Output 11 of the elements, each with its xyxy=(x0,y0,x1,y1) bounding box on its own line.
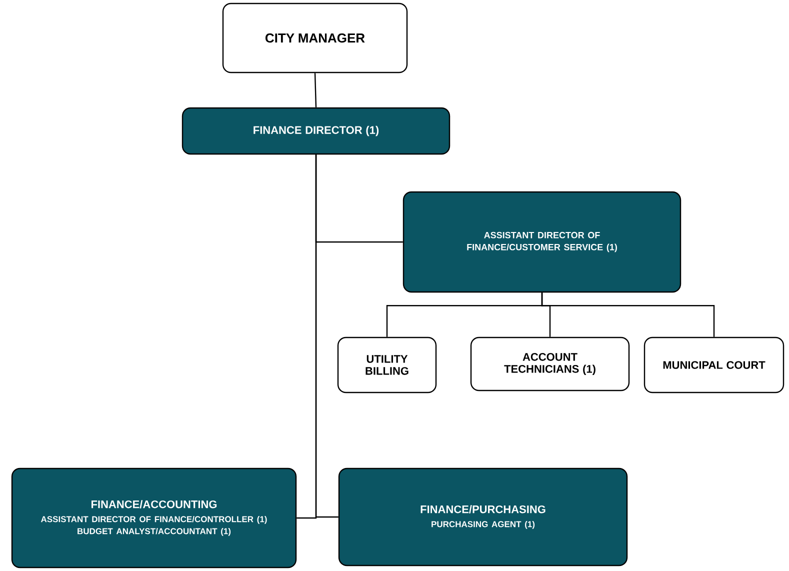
org-box: ACCOUNT TECHNICIANS (1) xyxy=(470,336,630,392)
org-box: ASSISTANT DIRECTOR OF FINANCE/CUSTOMER SERVICE (1) xyxy=(402,191,682,293)
org-box: FINANCE/ACCOUNTING ASSISTANT DIRECTOR OF FINANCE/CONTROLLER (1) BUDGET ANALYST/ACCOUNTANT (1) xyxy=(11,468,297,568)
org-box: CITY MANAGER xyxy=(222,2,408,74)
connector-line xyxy=(541,292,715,337)
connector-line xyxy=(314,73,317,108)
org-box: MUNICIPAL COURT xyxy=(644,336,784,394)
org-box: FINANCE/PURCHASING PURCHASING AGENT (1) xyxy=(338,468,628,566)
org-box: FINANCE DIRECTOR (1) xyxy=(182,107,450,155)
org-box: UTILITY BILLING xyxy=(337,336,437,394)
connector-line xyxy=(315,154,338,518)
